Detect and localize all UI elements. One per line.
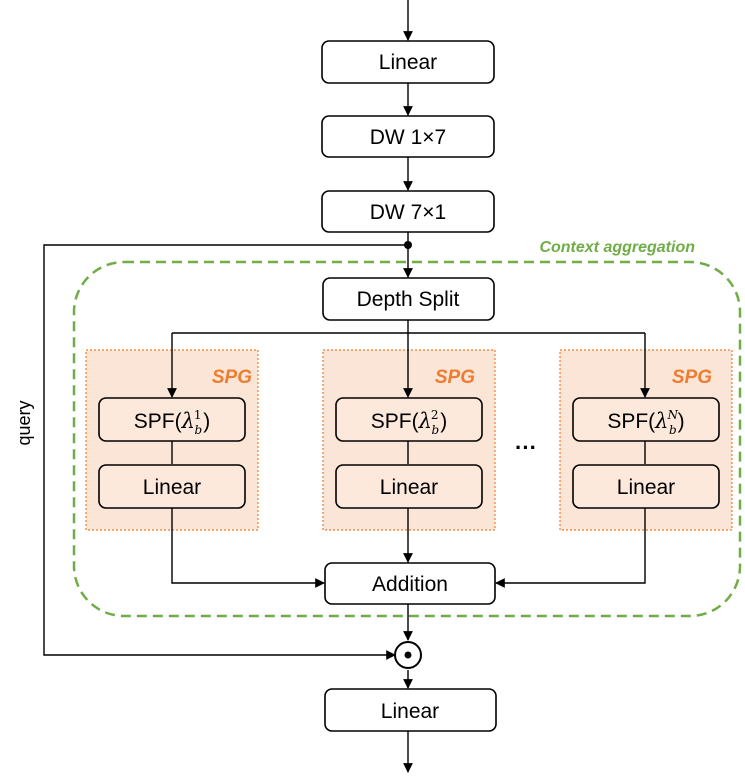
- spg-linear-block-3: [572, 464, 720, 509]
- spf-block-3: [572, 397, 720, 442]
- context-aggregation-label: Context aggregation: [539, 239, 695, 256]
- depth-split-block: [322, 277, 495, 321]
- merge-arrow: [171, 508, 325, 588]
- dw-1x7-block: [321, 115, 495, 158]
- query-skip-connection: [43, 244, 408, 660]
- linear-top-block: [321, 40, 495, 84]
- spf-block-2: [335, 397, 483, 442]
- linear-bottom-label: Linear: [381, 700, 439, 723]
- ellipsis: ···: [515, 435, 537, 460]
- spg-linear-block-2: [335, 464, 483, 509]
- spg-linear-label-2: Linear: [380, 476, 438, 499]
- spf-block-1: [98, 397, 246, 442]
- spg-tag: SPG: [672, 367, 712, 388]
- query-label: query: [14, 400, 34, 445]
- addition-block: [324, 562, 496, 605]
- merge-arrow: [495, 508, 646, 588]
- spg-linear-label-1: Linear: [143, 476, 201, 499]
- dw-7x1-block: [321, 190, 495, 233]
- spg-linear-block-1: [98, 464, 246, 509]
- operator-dot: [404, 651, 412, 659]
- linear-top-label: Linear: [379, 51, 437, 74]
- addition-label: Addition: [372, 573, 448, 596]
- spg-tag: SPG: [435, 367, 475, 388]
- spg-tag: SPG: [212, 367, 252, 388]
- context-aggregation-region: [72, 260, 742, 618]
- dw-1x7-label: DW 1×7: [370, 126, 446, 149]
- dw-7x1-label: DW 7×1: [370, 201, 446, 224]
- depth-split-label: Depth Split: [357, 288, 460, 311]
- linear-bottom-block: [324, 688, 497, 732]
- spg-linear-label-3: Linear: [617, 476, 675, 499]
